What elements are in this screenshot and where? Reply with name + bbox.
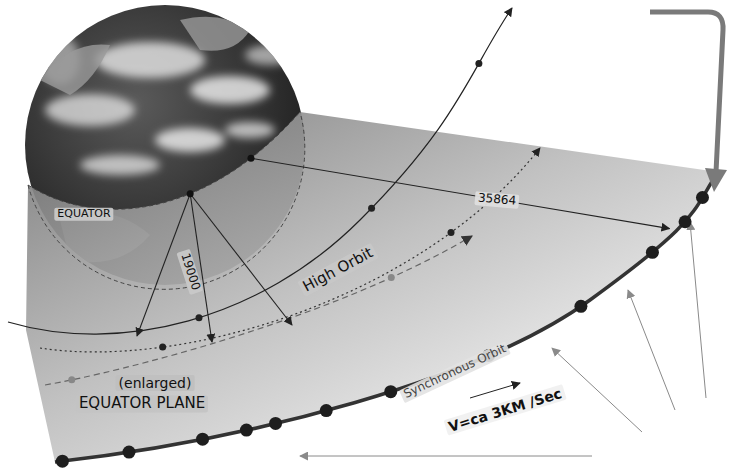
- equator-label: EQUATOR: [54, 208, 113, 221]
- generated-marks: [56, 60, 709, 468]
- satellite-dot: [56, 455, 69, 468]
- satellite-dot: [384, 385, 397, 398]
- satellite-dot: [269, 417, 282, 430]
- satellite-dot: [646, 246, 659, 259]
- bent-arrow-head: [705, 168, 727, 192]
- surface-point: [187, 190, 194, 197]
- distance-label: 19000: [177, 249, 204, 295]
- satellite-dot: [195, 314, 202, 321]
- satellite-dot: [696, 191, 709, 204]
- orbit-path: [45, 236, 472, 385]
- synchronous-orbit-path: [55, 172, 718, 462]
- bent-arrow: [650, 12, 723, 172]
- satellite-dot: [679, 215, 692, 228]
- hemisphere-outline: [28, 112, 305, 289]
- equator-line: [28, 112, 300, 209]
- speed-label: V=ca 3KM /Sec: [444, 384, 567, 436]
- orbit-label: Synchronous Orbit: [399, 341, 511, 403]
- satellite-dot: [368, 205, 375, 212]
- satellite-dot: [196, 433, 209, 446]
- radius-arrow: [251, 158, 670, 228]
- velocity-arrow: [470, 383, 520, 398]
- satellite-dot: [475, 60, 482, 67]
- radius-arrow: [190, 194, 292, 325]
- distance-label: 35864: [474, 191, 519, 209]
- satellite-dot: [388, 274, 395, 281]
- plane-label: EQUATOR PLANE: [76, 395, 208, 412]
- satellite-dot: [574, 300, 587, 313]
- satellite-dot: [448, 229, 455, 236]
- satellite-dot: [240, 424, 253, 437]
- surface-point: [247, 155, 254, 162]
- orbit-path: [40, 148, 540, 352]
- high-orbit-path: [8, 8, 512, 334]
- satellite-dot: [68, 376, 75, 383]
- plane-label: (enlarged): [116, 375, 195, 391]
- satellite-dot: [159, 344, 166, 351]
- orbit-label: High Orbit: [297, 243, 378, 297]
- satellite-dot: [123, 446, 136, 459]
- satellite-dot: [320, 404, 333, 417]
- equator-plane: [26, 112, 718, 462]
